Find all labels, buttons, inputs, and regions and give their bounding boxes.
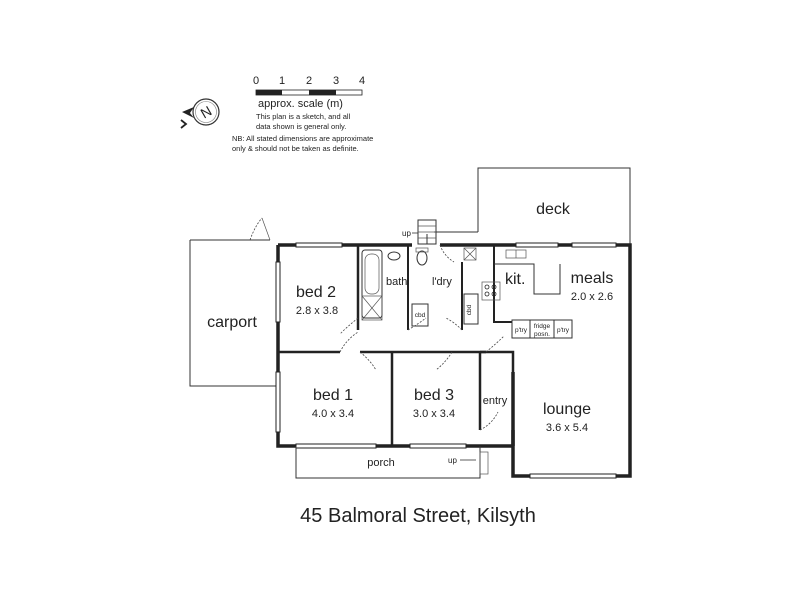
bath-label: bath [386, 276, 407, 288]
scale-bar: 0 1 2 3 4 approx. scale (m) This plan is… [232, 75, 373, 153]
lounge-dims: 3.6 x 5.4 [546, 422, 588, 434]
bed2-label: bed 2 [296, 284, 336, 301]
scale-tick-2: 2 [306, 75, 312, 87]
up-label-top: up [402, 229, 411, 238]
up-label-porch: up [448, 456, 457, 465]
deck: deck [434, 167, 631, 245]
bathroom-fixtures: bath [361, 247, 429, 321]
scale-note-3: NB: All stated dimensions are approximat… [232, 134, 373, 143]
scale-tick-3: 3 [333, 75, 339, 87]
scale-tick-1: 1 [279, 75, 285, 87]
cbd-label-2: cbd [466, 304, 473, 315]
porch: porch up [295, 446, 489, 479]
meals-dims: 2.0 x 2.6 [571, 291, 613, 303]
laundry-label: l'dry [432, 276, 452, 288]
carport: carport [189, 217, 276, 387]
bed1-label: bed 1 [313, 387, 353, 404]
steps-top: up [402, 219, 437, 245]
windows [275, 242, 617, 479]
property-address: 45 Balmoral Street, Kilsyth [300, 505, 536, 527]
bed1-dims: 4.0 x 3.4 [312, 408, 354, 420]
north-arrow-icon: N [180, 98, 220, 129]
bed2-dims: 2.8 x 3.8 [296, 305, 338, 317]
interior-walls [278, 245, 515, 446]
scale-label: approx. scale (m) [258, 98, 343, 110]
door-swings [339, 244, 505, 431]
kitchen-label: kit. [505, 271, 525, 288]
scale-tick-4: 4 [359, 75, 365, 87]
scale-segment-1 [256, 90, 282, 95]
lounge-label: lounge [543, 401, 591, 418]
cbd-label-1: cbd [415, 312, 426, 319]
scale-note-4: only & should not be taken as definite. [232, 144, 359, 153]
carport-label: carport [207, 314, 257, 331]
room-labels: bed 2 2.8 x 3.8 meals 2.0 x 2.6 bed 1 4.… [296, 270, 613, 434]
fridge-position-label: posn. [534, 331, 550, 338]
bed3-label: bed 3 [414, 387, 454, 404]
kitchen-fixtures: kit. p'try fridge posn. p'try [481, 249, 573, 339]
fridge-label: fridge [534, 323, 551, 330]
scale-note-2: data shown is general only. [256, 122, 346, 131]
entry-label: entry [483, 395, 508, 407]
laundry-fixtures: cbd cbd l'dry [411, 247, 479, 327]
bed3-dims: 3.0 x 3.4 [413, 408, 455, 420]
deck-label: deck [536, 201, 571, 218]
scale-note-1: This plan is a sketch, and all [256, 112, 351, 121]
meals-label: meals [571, 270, 614, 287]
porch-label: porch [367, 457, 395, 469]
scale-tick-0: 0 [253, 75, 259, 87]
pantry-label-1: p'try [515, 327, 528, 334]
pantry-label-2: p'try [557, 327, 570, 334]
scale-segment-3 [309, 90, 336, 95]
